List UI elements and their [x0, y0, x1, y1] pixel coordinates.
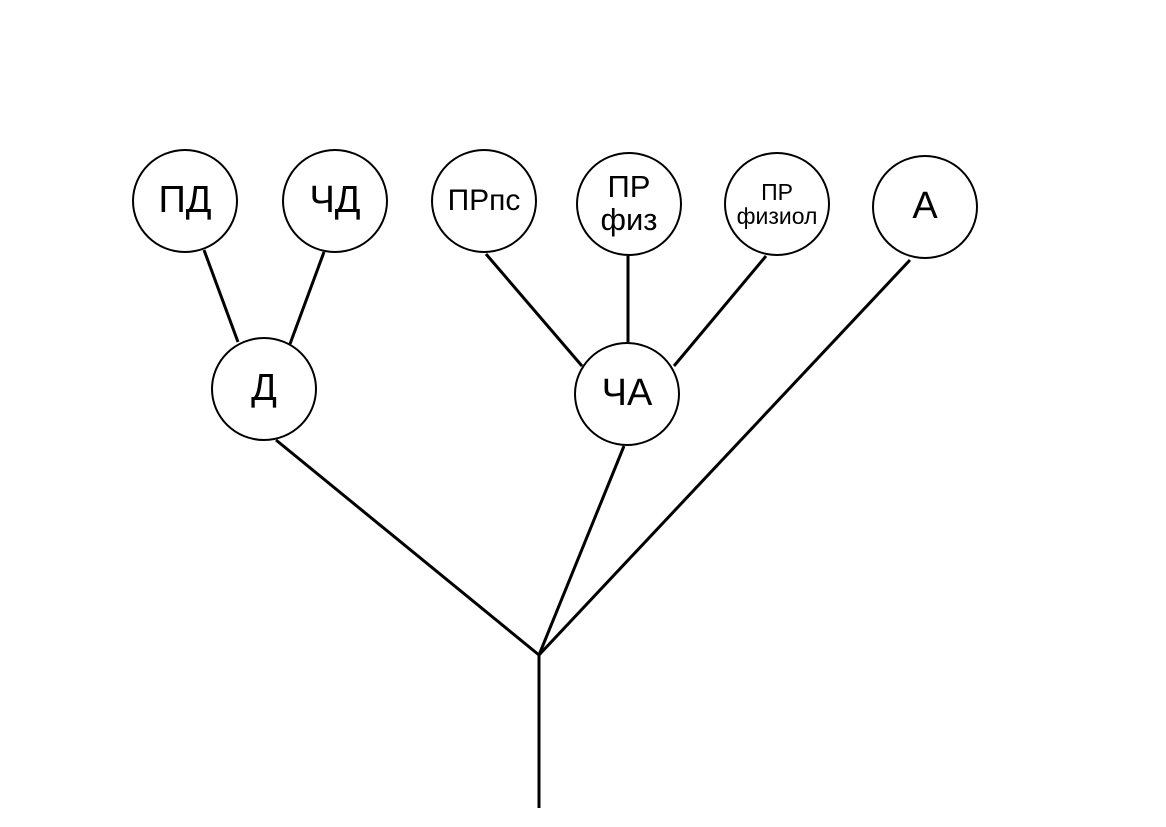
node-pd-label: ПД — [158, 179, 212, 222]
node-prps: ПРпс — [431, 149, 537, 253]
node-d: Д — [211, 337, 317, 441]
node-cha: ЧА — [574, 342, 680, 446]
node-chd-label: ЧД — [309, 179, 361, 222]
node-pd: ПД — [132, 149, 238, 253]
edge-prfiziol-cha — [672, 255, 768, 367]
node-prfiz-label: ПР физ — [600, 169, 658, 237]
edge-pd-d — [202, 249, 240, 343]
node-cha-label: ЧА — [601, 372, 653, 415]
node-a-label: А — [912, 185, 938, 228]
edge-prps-cha — [484, 253, 584, 367]
node-d-label: Д — [251, 367, 277, 410]
node-prps-label: ПРпс — [447, 184, 521, 218]
edge-chd-d — [288, 251, 326, 345]
node-prfiziol-label: ПР физиол — [736, 178, 818, 229]
edge-a-root — [537, 258, 912, 657]
node-prfiz: ПР физ — [576, 152, 682, 256]
node-chd: ЧД — [282, 149, 388, 253]
edge-cha-root — [537, 445, 626, 656]
node-prfiziol: ПР физиол — [724, 152, 830, 256]
node-a: А — [872, 155, 978, 259]
edge-d-root — [275, 438, 540, 657]
